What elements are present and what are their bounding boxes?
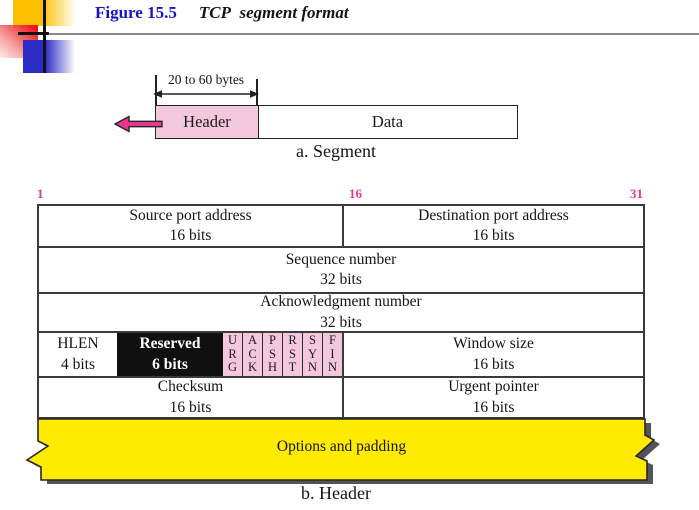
flag-urg: U R G bbox=[223, 333, 242, 376]
flag-letter: S bbox=[289, 346, 296, 361]
measure-tick-right bbox=[256, 79, 258, 105]
header-caption: b. Header bbox=[301, 483, 371, 503]
flag-letter: S bbox=[269, 346, 276, 361]
flag-letter: Y bbox=[307, 346, 318, 361]
cell-line: 32 bits bbox=[320, 313, 362, 331]
bit-marker-16: 16 bbox=[349, 186, 362, 201]
cell-checksum: Checksum 16 bits bbox=[39, 378, 342, 417]
cell-sequence-number: Sequence number 32 bits bbox=[39, 248, 643, 292]
decoration-blue-square bbox=[23, 40, 75, 73]
cell-line: 16 bits bbox=[472, 355, 515, 373]
cell-destination-port: Destination port address 16 bits bbox=[342, 206, 643, 246]
figure-title: Figure 15.5 TCP segment format bbox=[95, 3, 349, 23]
cell-urgent-pointer: Urgent pointer 16 bits bbox=[342, 378, 643, 417]
tcp-header-table: Source port address 16 bits Destination … bbox=[37, 204, 645, 419]
decoration-horizontal-rule bbox=[49, 33, 699, 35]
segment-header-label: Header bbox=[183, 112, 231, 131]
bit-marker-31: 31 bbox=[630, 186, 643, 201]
options-label: Options and padding bbox=[276, 438, 407, 455]
bit-marker-1: 1 bbox=[37, 186, 44, 201]
flag-letter: P bbox=[269, 333, 276, 348]
flag-fin: F I N bbox=[322, 333, 342, 376]
decoration-horizontal-line-black bbox=[18, 32, 49, 35]
cell-line: 16 bits bbox=[169, 398, 212, 416]
cell-line: Destination port address bbox=[418, 206, 569, 224]
cell-line: Sequence number bbox=[285, 250, 397, 268]
cell-line: 6 bits bbox=[152, 355, 188, 373]
flag-letter: U bbox=[227, 333, 238, 348]
segment-caption: a. Segment bbox=[296, 141, 376, 161]
flag-letter: H bbox=[267, 360, 278, 375]
figure-name-prefix: TCP bbox=[198, 3, 231, 22]
cell-line: Urgent pointer bbox=[448, 378, 539, 396]
banner-yellow-shape bbox=[25, 418, 656, 481]
flag-letter: K bbox=[247, 360, 258, 375]
flag-syn: S Y N bbox=[302, 333, 322, 376]
double-headed-arrow-icon bbox=[153, 90, 259, 98]
flag-letter: C bbox=[248, 346, 257, 361]
flag-psh: P S H bbox=[262, 333, 282, 376]
flag-cells: U R G A C K P S H R S T bbox=[223, 333, 342, 376]
table-row-ports: Source port address 16 bits Destination … bbox=[39, 206, 643, 246]
cell-line: Checksum bbox=[157, 378, 224, 396]
table-row-checksum: Checksum 16 bits Urgent pointer 16 bits bbox=[39, 376, 643, 417]
flag-letter: R bbox=[288, 333, 297, 348]
segment-data-label: Data bbox=[371, 112, 404, 131]
flag-letter: R bbox=[228, 346, 237, 361]
flag-letter: I bbox=[330, 346, 335, 361]
cell-acknowledgment-number: Acknowledgment number 32 bits bbox=[39, 293, 643, 331]
flag-letter: N bbox=[307, 360, 318, 375]
flag-rst: R S T bbox=[282, 333, 302, 376]
table-row-flags: HLEN 4 bits Reserved 6 bits U R G A C K bbox=[39, 331, 643, 376]
cell-line: Source port address bbox=[129, 206, 252, 224]
flag-letter: N bbox=[327, 360, 338, 375]
flag-letter: T bbox=[288, 360, 297, 375]
cell-line: 32 bits bbox=[320, 271, 362, 288]
options-banner-ribbon bbox=[25, 418, 660, 484]
measure-tick-left bbox=[155, 75, 157, 105]
flag-letter: S bbox=[309, 333, 316, 348]
flag-letter: G bbox=[227, 360, 238, 375]
table-row-acknowledgment: Acknowledgment number 32 bits bbox=[39, 292, 643, 331]
figure-number: Figure 15.5 bbox=[95, 3, 177, 22]
decoration-vertical-line bbox=[43, 0, 46, 73]
cell-line: Acknowledgment number bbox=[260, 293, 422, 311]
cell-hlen: HLEN 4 bits bbox=[39, 333, 117, 376]
cell-line: 16 bits bbox=[472, 398, 515, 416]
cell-source-port: Source port address 16 bits bbox=[39, 206, 342, 246]
cell-line: 16 bits bbox=[169, 227, 212, 244]
segment-data-box: Data bbox=[257, 105, 518, 139]
flag-ack: A C K bbox=[242, 333, 262, 376]
figure-name-rest: segment format bbox=[239, 3, 349, 22]
left-arrow-icon bbox=[114, 115, 163, 133]
segment-size-label: 20 to 60 bytes bbox=[167, 72, 245, 87]
cell-line: 16 bits bbox=[472, 227, 515, 244]
cell-line: Reserved bbox=[139, 335, 201, 353]
cell-line: Window size bbox=[453, 335, 534, 353]
flag-letter: F bbox=[329, 333, 336, 348]
segment-header-box: Header bbox=[155, 105, 259, 139]
table-row-sequence: Sequence number 32 bits bbox=[39, 246, 643, 292]
cell-window-size: Window size 16 bits bbox=[342, 333, 643, 376]
cell-reserved: Reserved 6 bits bbox=[117, 333, 223, 376]
flag-letter: A bbox=[247, 333, 258, 348]
cell-line: 4 bits bbox=[60, 355, 96, 373]
cell-line: HLEN bbox=[57, 335, 99, 353]
